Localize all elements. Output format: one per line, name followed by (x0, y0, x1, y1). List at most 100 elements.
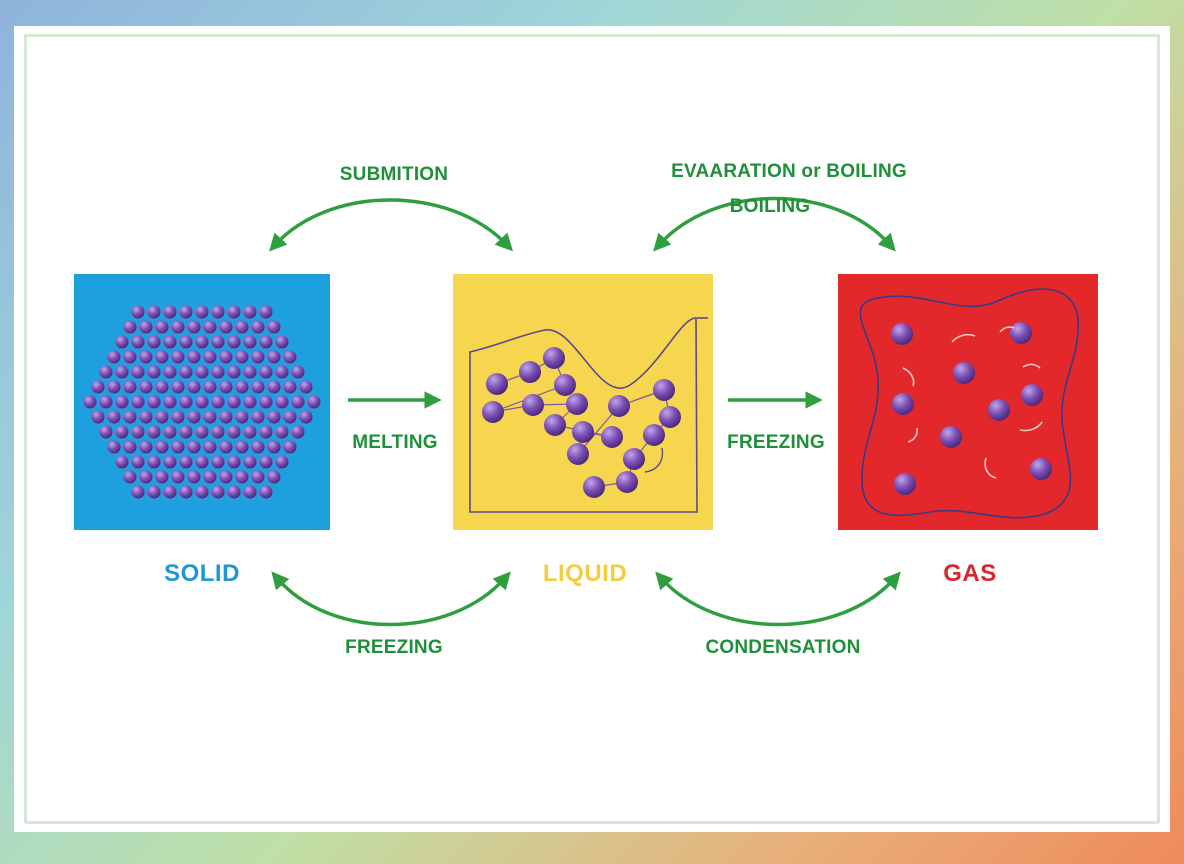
solid-particle (219, 410, 233, 424)
solid-particle (243, 485, 257, 499)
solid-particle (219, 320, 233, 334)
solid-particle (227, 395, 241, 409)
solid-particle (131, 335, 145, 349)
solid-particle (131, 425, 145, 439)
solid-particle (195, 395, 209, 409)
solid-particle (99, 425, 113, 439)
solid-particle (243, 365, 257, 379)
solid-particle (195, 305, 209, 319)
solid-particle (211, 485, 225, 499)
gas-particle (892, 393, 914, 415)
gas-particle (953, 362, 975, 384)
solid-particle (139, 440, 153, 454)
solid-particle (155, 350, 169, 364)
solid-particle (91, 380, 105, 394)
solid-particle (123, 470, 137, 484)
liquid-particle (544, 414, 566, 436)
solid-particle (139, 380, 153, 394)
solid-particle (171, 440, 185, 454)
gas-box (838, 274, 1098, 530)
solid-particle (283, 380, 297, 394)
solid-particle (267, 350, 281, 364)
solid-particle (123, 350, 137, 364)
condensation-label: CONDENSATION (705, 637, 861, 658)
solid-particle (251, 320, 265, 334)
liquid-particle (583, 476, 605, 498)
liquid-particle (653, 379, 675, 401)
solid-particle (115, 395, 129, 409)
solid-particle (195, 425, 209, 439)
solid-particle (235, 410, 249, 424)
solid-particle (131, 365, 145, 379)
solid-label: SOLID (164, 560, 240, 587)
solid-particle (211, 305, 225, 319)
solid-particle (179, 335, 193, 349)
solid-particle (243, 425, 257, 439)
solid-particle (171, 380, 185, 394)
solid-particle (211, 425, 225, 439)
solid-particle (131, 455, 145, 469)
solid-particle (139, 470, 153, 484)
liquid-surface-outline (469, 317, 698, 513)
solid-particle (195, 455, 209, 469)
liquid-particle (567, 443, 589, 465)
solid-particle (107, 440, 121, 454)
gas-particle (894, 473, 916, 495)
solid-particle (115, 335, 129, 349)
solid-particle (211, 365, 225, 379)
solid-particle (147, 425, 161, 439)
gas-particle (1010, 322, 1032, 344)
evaporation-label: EVAARATION or BOILING (671, 161, 907, 182)
solid-particle (299, 380, 313, 394)
solid-particle (187, 380, 201, 394)
solid-particle (259, 365, 273, 379)
solid-particle (187, 470, 201, 484)
freezing-bottom-arrow (271, 571, 511, 627)
melting-label: MELTING (352, 432, 438, 453)
liquid-particle (643, 424, 665, 446)
solid-particle (243, 395, 257, 409)
solid-particle (203, 320, 217, 334)
solid-particle (155, 320, 169, 334)
liquid-particle (572, 421, 594, 443)
solid-particle (187, 320, 201, 334)
solid-particle (139, 350, 153, 364)
solid-particle (163, 335, 177, 349)
solid-particle (275, 365, 289, 379)
solid-particle (211, 455, 225, 469)
solid-particle (235, 320, 249, 334)
solid-particle (179, 395, 193, 409)
liquid-particle (616, 471, 638, 493)
solid-particle (283, 410, 297, 424)
solid-particle-lattice (83, 305, 321, 499)
sublimation-arrow (269, 198, 514, 252)
solid-particle (163, 425, 177, 439)
solid-particle (147, 455, 161, 469)
solid-particle (147, 485, 161, 499)
solid-particle (267, 380, 281, 394)
evaporation-arrow (653, 196, 896, 252)
solid-particle (179, 365, 193, 379)
solid-particle (203, 410, 217, 424)
freezing-label-middle: FREEZING (727, 432, 825, 453)
solid-particle (155, 440, 169, 454)
solid-particle (203, 470, 217, 484)
liquid-particle (566, 393, 588, 415)
solid-particle (283, 440, 297, 454)
gas-label: GAS (943, 560, 997, 587)
solid-particle (219, 440, 233, 454)
solid-particle (259, 485, 273, 499)
solid-particle (283, 350, 297, 364)
solid-particle (251, 440, 265, 454)
solid-particle (275, 335, 289, 349)
solid-particle (291, 365, 305, 379)
solid-particle (171, 320, 185, 334)
solid-particle (115, 365, 129, 379)
solid-particle (243, 335, 257, 349)
solid-particle (171, 470, 185, 484)
solid-particle (123, 440, 137, 454)
solid-particle (227, 305, 241, 319)
solid-particle (187, 410, 201, 424)
solid-particle (179, 305, 193, 319)
